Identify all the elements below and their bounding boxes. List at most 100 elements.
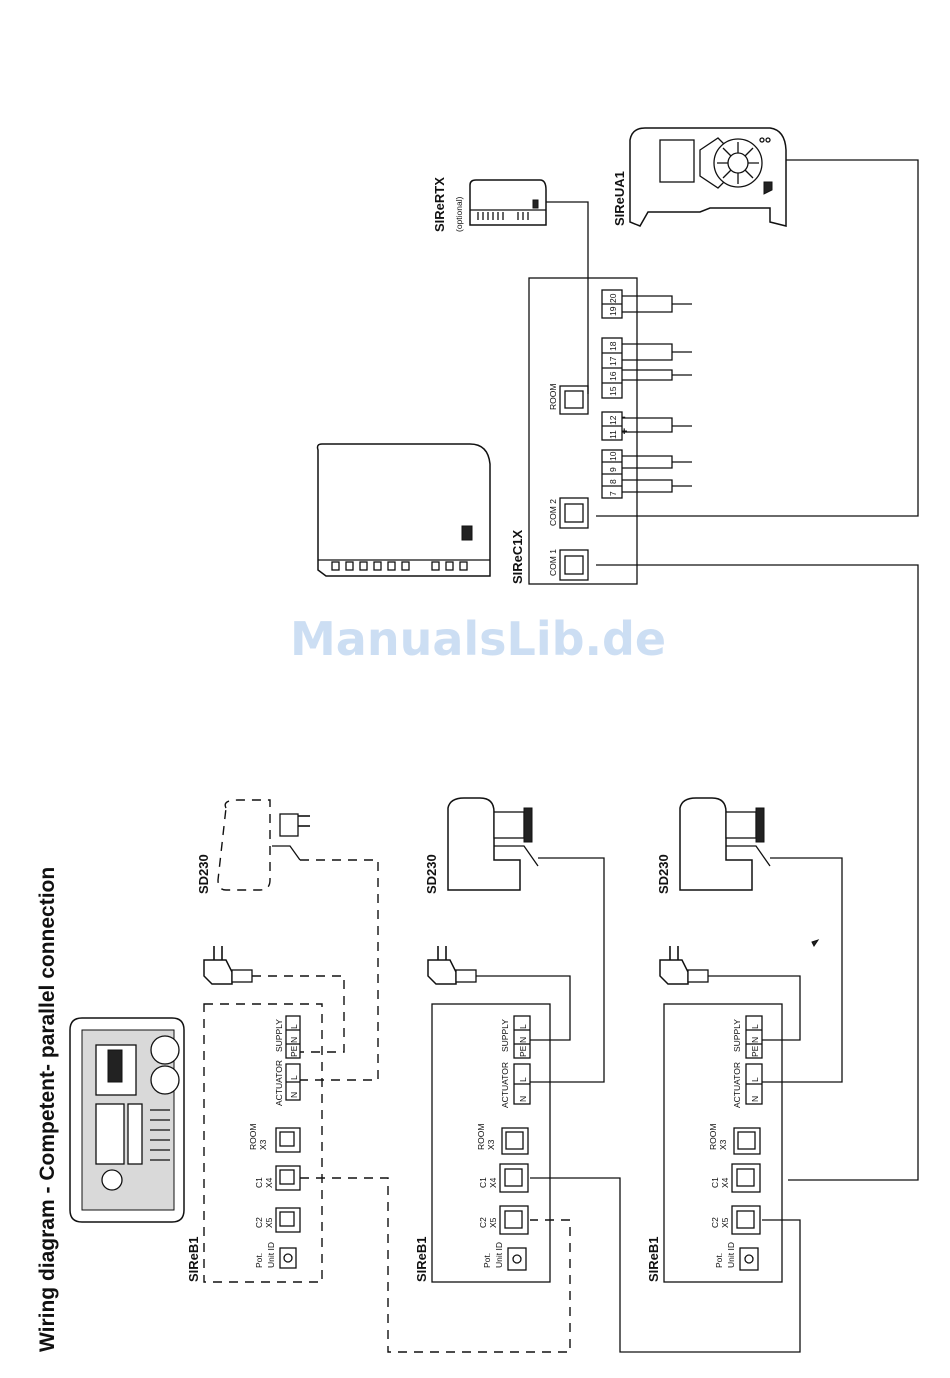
radio-optional-label: (optional) <box>454 196 464 232</box>
svg-text:PE: PE <box>750 1045 760 1057</box>
power-plug-2 <box>427 946 571 1041</box>
actuator-sd230-1: SD230 <box>196 799 379 1081</box>
svg-text:PE: PE <box>518 1045 528 1057</box>
power-plug-3 <box>659 946 801 1041</box>
board-2-x5: X5 <box>488 1217 498 1228</box>
wire-actuator-2 <box>530 857 605 1083</box>
terminal-19: 19 <box>608 306 618 316</box>
board-1-supply-terminal: PE N L <box>285 1015 301 1059</box>
board-3-x4-port <box>731 1163 761 1193</box>
board-2-supply-terminal: PE N L <box>513 1015 531 1059</box>
board-3-x3-port <box>733 1127 761 1155</box>
minus-sign: - <box>622 411 626 423</box>
board-3: SIReB1 Pot. Unit ID C2 X5 C1 X4 ROOM X3 … <box>646 1003 783 1283</box>
svg-text:N: N <box>518 1037 528 1043</box>
board-2-room: ROOM <box>476 1124 486 1150</box>
actuator-3-label: SD230 <box>656 854 671 894</box>
board-3-x3: X3 <box>718 1139 728 1150</box>
board-3-actuator: ACTUATOR <box>732 1062 742 1108</box>
board-2-unit-id: Unit ID <box>494 1242 504 1268</box>
board-1-c2: C2 <box>254 1217 264 1228</box>
board-3-pot: Pot. <box>714 1253 724 1268</box>
svg-text:L: L <box>750 1024 760 1029</box>
board-1-dip-switch <box>279 1247 297 1269</box>
board-3-x4: X4 <box>720 1177 730 1188</box>
terminal-block-19-20: 19 20 <box>601 289 623 319</box>
watermark: ManualsLib.de <box>290 612 666 666</box>
board-3-room: ROOM <box>708 1124 718 1150</box>
board-2-actuator-terminal: N L <box>513 1063 531 1105</box>
wire-actuator-3 <box>762 857 843 1083</box>
terminal-15: 15 <box>608 386 618 396</box>
svg-text:N: N <box>518 1096 528 1102</box>
actuator-1-label: SD230 <box>196 854 211 894</box>
terminal-20: 20 <box>608 293 618 303</box>
board-2-dip-switch <box>507 1247 527 1271</box>
board-1-supply: SUPPLY <box>274 1019 284 1052</box>
com2-label: COM 2 <box>548 499 558 526</box>
diagram-title: Wiring diagram - Competent- parallel con… <box>36 867 59 1352</box>
board-3-dip-switch <box>739 1247 759 1271</box>
board-1-outline <box>203 1003 323 1283</box>
controller-room-label: ROOM <box>548 384 558 410</box>
sireb1-housing-illustration <box>316 443 491 577</box>
board-3-x5: X5 <box>720 1217 730 1228</box>
terminal-10: 10 <box>608 451 618 461</box>
terminal-17: 17 <box>608 356 618 366</box>
controller-sirec1x: SIReC1X COM 1 COM 2 ROOM 7 8 9 10 <box>510 277 692 585</box>
board-1-x3-port <box>275 1127 301 1153</box>
controller-label: SIReC1X <box>510 529 525 584</box>
svg-text:N: N <box>289 1092 299 1098</box>
board-3-unit-id: Unit ID <box>726 1242 736 1268</box>
board-1-actuator: ACTUATOR <box>274 1060 284 1106</box>
board-2-x4: X4 <box>488 1177 498 1188</box>
terminal-block-15-18: 15 16 17 18 <box>601 337 623 399</box>
svg-text:N: N <box>750 1096 760 1102</box>
board-2-c2: C2 <box>478 1217 488 1228</box>
board-3-label: SIReB1 <box>646 1236 661 1282</box>
actuator-sd230-2: SD230 <box>424 797 605 1083</box>
board-1: SIReB1 Pot. Unit ID C2 X5 C1 X4 ROOM X3 … <box>186 1003 323 1283</box>
board-1-x5: X5 <box>264 1217 274 1228</box>
board-1-unit-id: Unit ID <box>266 1242 276 1268</box>
board-2-x4-port <box>499 1163 529 1193</box>
wire-bus-board1-to-board2 <box>300 1177 571 1353</box>
svg-text:L: L <box>750 1077 760 1082</box>
wire-bus-board2-to-board3 <box>530 1177 801 1353</box>
board-2-label: SIReB1 <box>414 1236 429 1282</box>
board-2-pot: Pot. <box>482 1253 492 1268</box>
svg-text:L: L <box>289 1024 299 1029</box>
board-2-x3: X3 <box>486 1139 496 1150</box>
actuator-sd230-3: SD230 <box>656 797 843 1083</box>
terminal-18: 18 <box>608 341 618 351</box>
terminal-block-11-12: 11 12 + - <box>601 411 627 441</box>
board-3-supply-terminal: PE N L <box>745 1015 763 1059</box>
controller-room-port <box>559 385 589 415</box>
board-3-x5-port <box>731 1205 761 1235</box>
terminal-16: 16 <box>608 371 618 381</box>
svg-text:L: L <box>518 1077 528 1082</box>
board-3-actuator-terminal: N L <box>745 1063 763 1105</box>
board-1-x4-port <box>275 1165 301 1191</box>
terminal-7: 7 <box>608 491 618 496</box>
com1-port <box>559 549 589 581</box>
room-unit-label: SIReUA1 <box>612 171 627 226</box>
board-2-actuator: ACTUATOR <box>500 1062 510 1108</box>
svg-text:N: N <box>289 1037 299 1043</box>
radio-sirertx: SIReRTX (optional) <box>432 177 547 232</box>
board-1-room: ROOM <box>248 1124 258 1150</box>
com2-port <box>559 497 589 529</box>
svg-text:L: L <box>289 1075 299 1080</box>
board-1-x3: X3 <box>258 1139 268 1150</box>
board-1-x5-port <box>275 1207 301 1233</box>
board-2-supply: SUPPLY <box>500 1019 510 1052</box>
board-1-pot: Pot. <box>254 1253 264 1268</box>
board-1-c1: C1 <box>254 1177 264 1188</box>
board-3-c2: C2 <box>710 1217 720 1228</box>
terminal-9: 9 <box>608 467 618 472</box>
terminal-12: 12 <box>608 415 618 425</box>
board-1-x4: X4 <box>264 1177 274 1188</box>
board-2-x3-port <box>501 1127 529 1155</box>
wire-room-unit-to-com2 <box>596 159 919 517</box>
